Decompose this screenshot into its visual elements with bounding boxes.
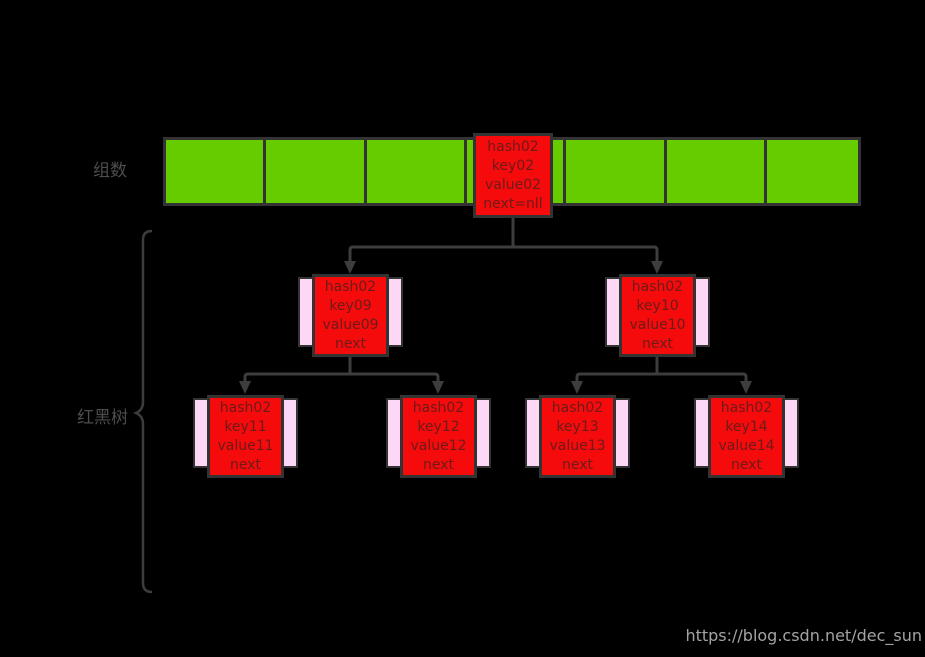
node-line-value: value09 [322, 316, 379, 333]
arrowhead-node-key09 [344, 261, 356, 274]
node-line-next: next [561, 456, 593, 473]
node-line-value: value02 [484, 176, 542, 193]
node-line-hash: hash02 [631, 278, 684, 295]
connector-key09-rail [243, 372, 440, 382]
connector-level2-rail [348, 245, 659, 263]
node-line-hash: hash02 [219, 399, 272, 416]
tree-node-key11: hash02 key11 value11 next [193, 395, 298, 478]
node-line-key: key12 [417, 418, 460, 435]
node-line-key: key11 [224, 418, 267, 435]
tree-label: 红黑树 [77, 408, 128, 428]
connector-key10-rail [575, 372, 748, 382]
node-line-hash: hash02 [412, 399, 465, 416]
node-line-value: value13 [549, 437, 606, 454]
node-line-next: next [422, 456, 454, 473]
arrowhead-node-key13 [571, 381, 583, 394]
node-line-hash: hash02 [487, 138, 539, 155]
tree-node-key13: hash02 key13 value13 next [525, 395, 630, 478]
arrowhead-node-key11 [239, 381, 251, 394]
array-label: 组数 [93, 161, 127, 181]
node-line-next: next [641, 335, 673, 352]
node-line-key: key02 [491, 157, 535, 174]
node-line-next: next=nll [483, 195, 543, 212]
array-cell-divider [563, 140, 566, 203]
node-line-next: next [334, 335, 366, 352]
node-line-key: key10 [636, 297, 679, 314]
array-bucket-node-key02: hash02 key02 value02 next=nll [473, 133, 553, 218]
arrowhead-node-key12 [432, 381, 444, 394]
tree-section-brace [132, 229, 153, 594]
tree-node-body: hash02 key14 value14 next [708, 395, 785, 478]
tree-node-key12: hash02 key12 value12 next [386, 395, 491, 478]
node-line-next: next [229, 456, 261, 473]
node-line-key: key13 [556, 418, 599, 435]
array-cell-divider [664, 140, 667, 203]
array-cell-divider [364, 140, 367, 203]
tree-node-body: hash02 key12 value12 next [400, 395, 477, 478]
node-line-value: value10 [629, 316, 686, 333]
array-cell-divider [464, 140, 467, 203]
node-line-value: value12 [410, 437, 467, 454]
node-line-hash: hash02 [720, 399, 773, 416]
tree-node-key10: hash02 key10 value10 next [605, 274, 710, 357]
node-line-key: key09 [329, 297, 372, 314]
tree-node-body: hash02 key09 value09 next [312, 274, 389, 357]
tree-node-key09: hash02 key09 value09 next [298, 274, 403, 357]
node-line-hash: hash02 [324, 278, 377, 295]
arrowhead-node-key10 [651, 261, 663, 274]
array-cell-divider [263, 140, 266, 203]
watermark-url: https://blog.csdn.net/dec_sun [685, 626, 922, 645]
node-line-next: next [730, 456, 762, 473]
node-line-value: value11 [217, 437, 274, 454]
array-cell-divider [764, 140, 767, 203]
tree-node-body: hash02 key10 value10 next [619, 274, 696, 357]
tree-node-body: hash02 key13 value13 next [539, 395, 616, 478]
arrowhead-node-key14 [740, 381, 752, 394]
node-line-hash: hash02 [551, 399, 604, 416]
node-line-key: key14 [725, 418, 768, 435]
node-line-value: value14 [718, 437, 775, 454]
tree-node-body: hash02 key11 value11 next [207, 395, 284, 478]
tree-node-key14: hash02 key14 value14 next [694, 395, 799, 478]
